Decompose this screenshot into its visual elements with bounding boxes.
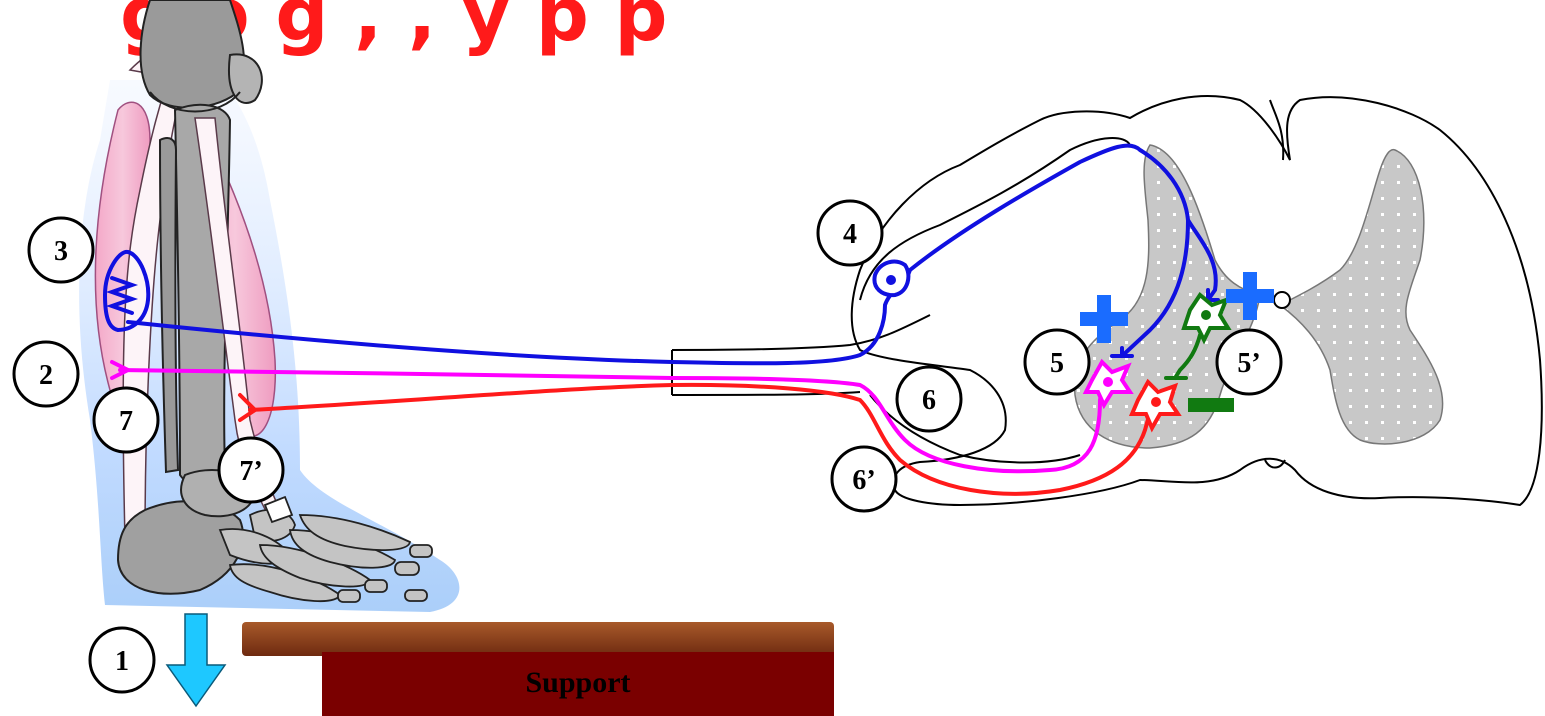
fibula-bone	[158, 137, 180, 474]
svg-text:6: 6	[922, 385, 936, 416]
gray-matter-right	[1278, 148, 1444, 445]
label-2: 2	[12, 340, 80, 408]
svg-text:2: 2	[39, 360, 53, 391]
force-arrow	[165, 613, 227, 708]
label-1: 1	[88, 626, 156, 694]
svg-text:5’: 5’	[1237, 348, 1260, 379]
femur-bone	[139, 0, 246, 109]
label-7-prime: 7’	[217, 436, 285, 504]
label-3: 3	[27, 216, 95, 284]
nerve-root-tube	[671, 314, 931, 396]
ventral-root-outline	[869, 394, 1081, 464]
svg-text:3: 3	[54, 236, 68, 267]
knee-joint	[149, 91, 241, 113]
support-label: Support	[525, 666, 630, 699]
excitatory-sign-1	[1080, 295, 1128, 343]
svg-text:1: 1	[115, 646, 129, 677]
leg-illustration	[79, 0, 460, 612]
dorsal-root-outline	[859, 137, 1131, 301]
label-6: 6	[895, 365, 963, 433]
svg-text:6’: 6’	[852, 465, 875, 496]
support-body	[322, 652, 834, 716]
svg-text:5: 5	[1050, 348, 1064, 379]
label-4: 4	[816, 199, 884, 267]
inhibitory-interneuron	[1164, 292, 1232, 380]
muscle-spindle	[102, 250, 151, 333]
support-top	[242, 622, 834, 656]
svg-text:7’: 7’	[239, 456, 262, 487]
label-7: 7	[92, 386, 160, 454]
anterior-fissure	[1269, 99, 1285, 161]
patella-bone	[228, 53, 263, 104]
extensor-motor-neuron	[110, 358, 1134, 474]
svg-text:4: 4	[843, 219, 857, 250]
inhibitory-sign	[1188, 398, 1234, 412]
posterior-fissure	[1264, 459, 1286, 469]
label-6-prime: 6’	[830, 445, 898, 513]
flexor-motor-neuron	[238, 378, 1182, 496]
numbered-labels: 1 2 3 4 5 5’ 6 6’	[12, 199, 1283, 694]
label-5: 5	[1023, 328, 1091, 396]
central-canal	[1273, 291, 1291, 309]
svg-text:7: 7	[119, 406, 133, 437]
dorsal-root-ganglion-cell	[872, 259, 911, 298]
support-block: Support	[242, 622, 834, 716]
excitatory-sign-2	[1226, 272, 1274, 320]
foot-bones	[218, 495, 433, 603]
label-5-prime: 5’	[1215, 328, 1283, 396]
